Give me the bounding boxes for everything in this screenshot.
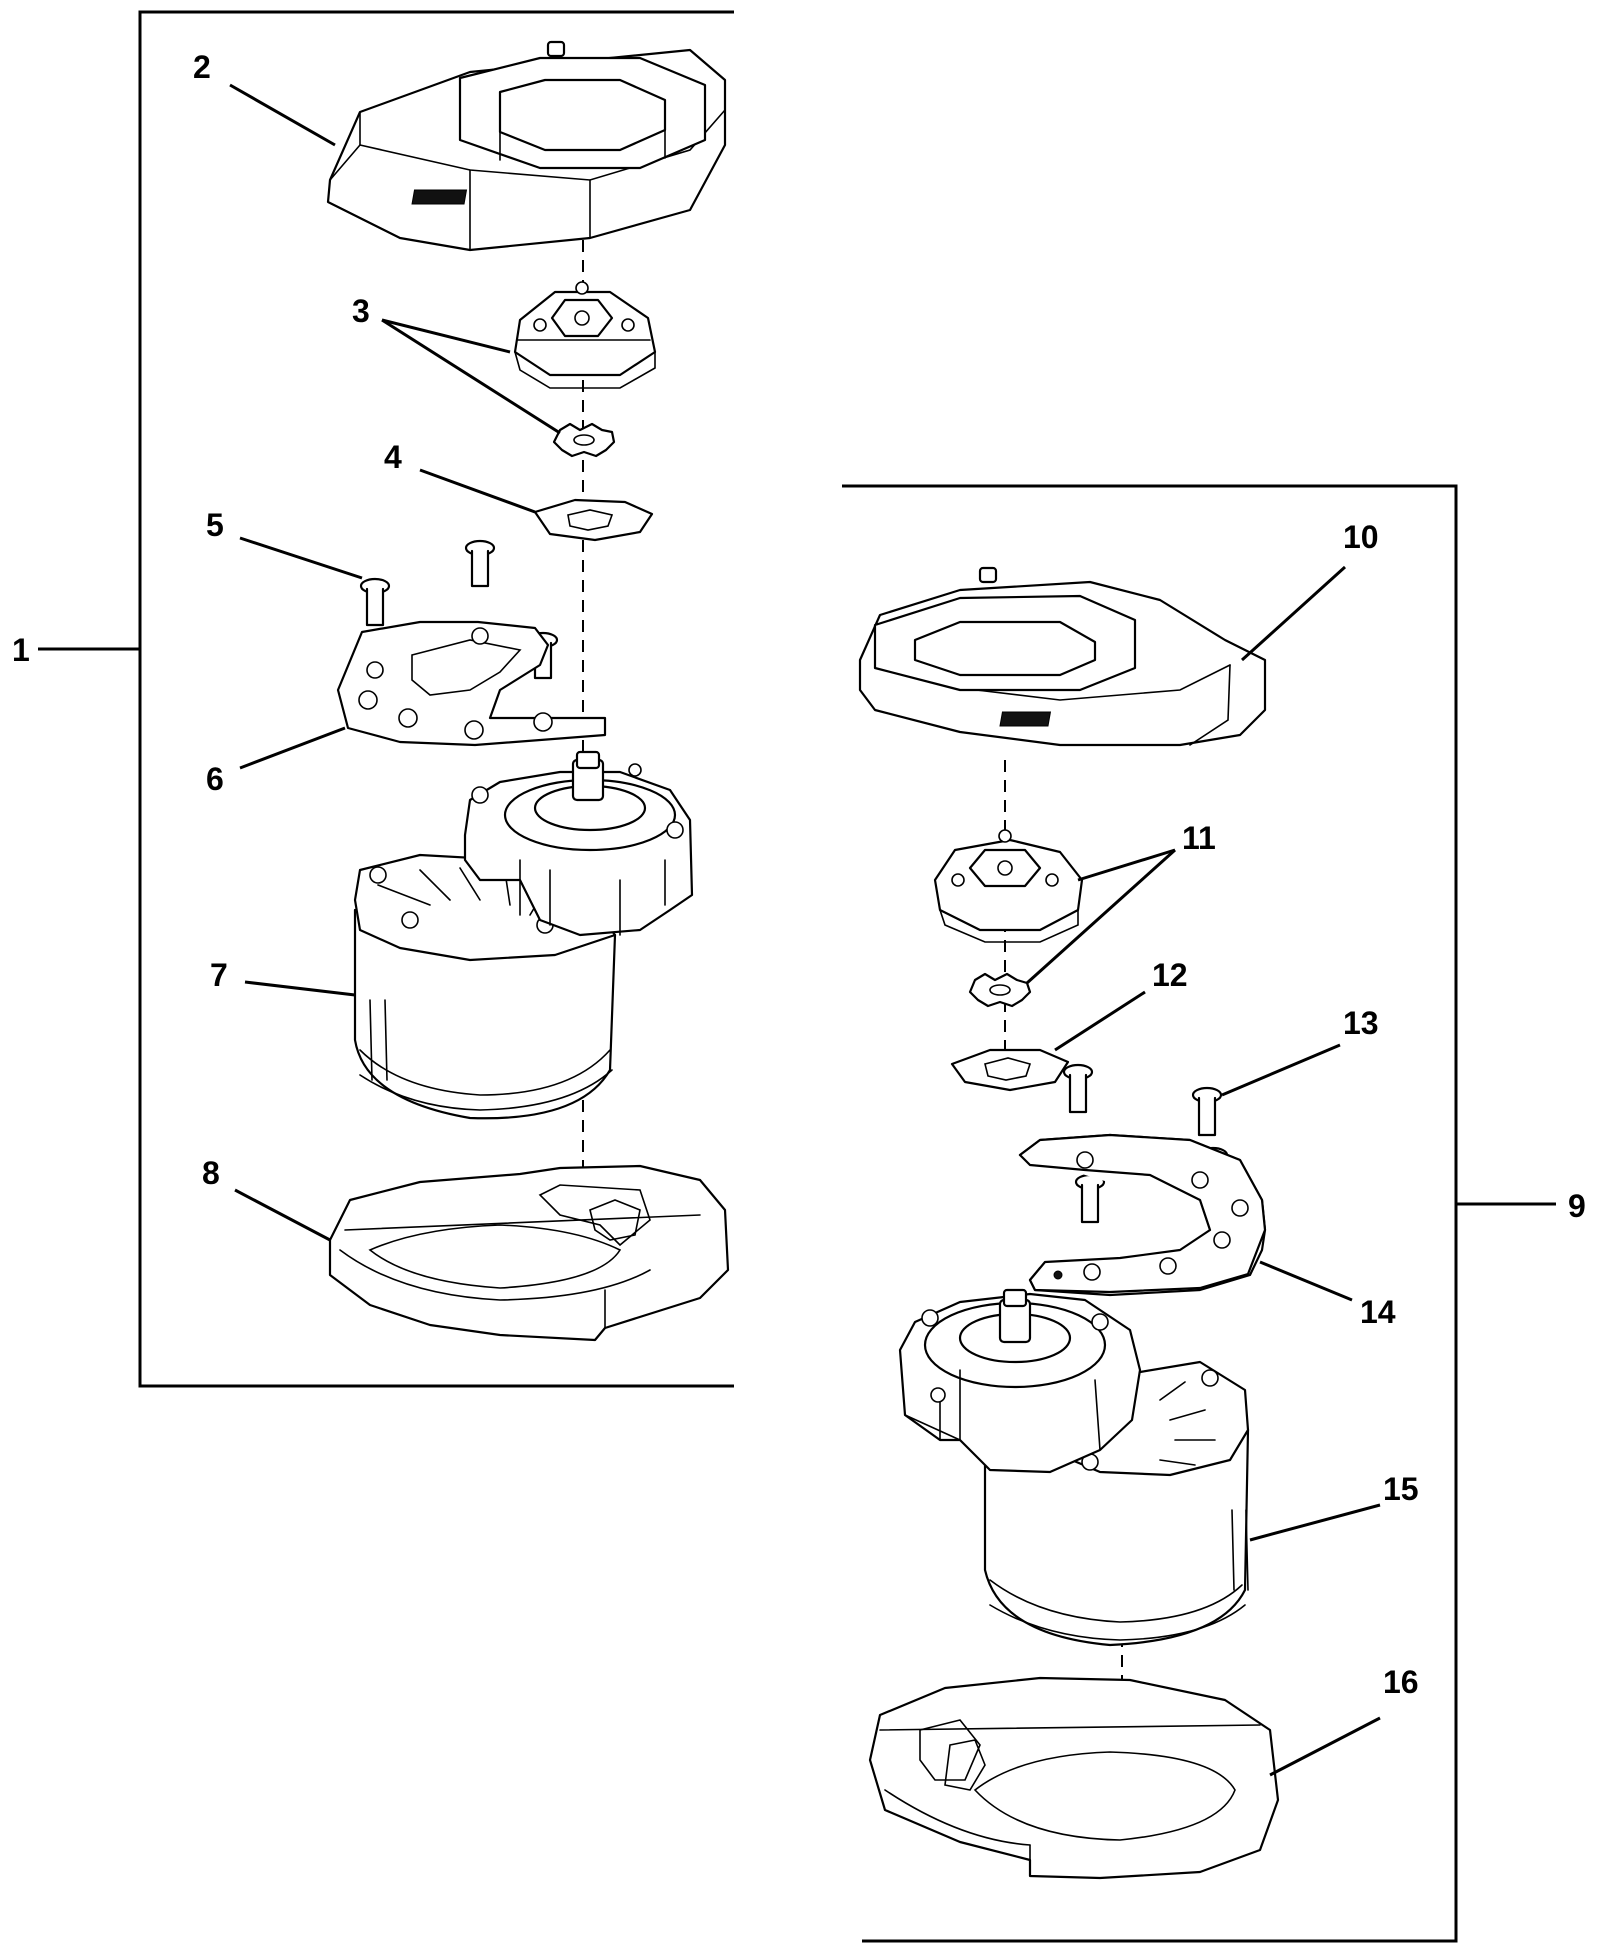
callout-2: 2 bbox=[193, 49, 211, 85]
callout-16: 16 bbox=[1383, 1664, 1419, 1700]
assembly-bracket-right bbox=[842, 484, 1556, 1943]
callout-labels: 1 2 3 4 5 6 7 8 9 10 11 12 13 14 15 16 bbox=[12, 49, 1586, 1700]
housing-cover-top-left bbox=[326, 40, 727, 252]
motor-right bbox=[898, 1288, 1250, 1647]
housing-cover-top-right bbox=[858, 566, 1267, 747]
callout-10: 10 bbox=[1343, 519, 1379, 555]
callout-12: 12 bbox=[1152, 957, 1188, 993]
screw-left-1 bbox=[359, 577, 391, 627]
callout-15: 15 bbox=[1383, 1471, 1419, 1507]
star-washer-left bbox=[552, 422, 616, 458]
mounting-plate-left bbox=[336, 620, 607, 747]
callout-5: 5 bbox=[206, 507, 224, 543]
flat-washer-right bbox=[950, 1048, 1070, 1092]
screw-right-2 bbox=[1191, 1086, 1223, 1137]
screw-right-1 bbox=[1062, 1063, 1094, 1114]
callout-4: 4 bbox=[384, 439, 402, 475]
housing-base-left bbox=[328, 1164, 730, 1342]
callout-13: 13 bbox=[1343, 1005, 1379, 1041]
callout-3: 3 bbox=[352, 293, 370, 329]
callout-14: 14 bbox=[1360, 1294, 1396, 1330]
screw-right-4 bbox=[1074, 1173, 1106, 1224]
flat-washer-left bbox=[533, 498, 654, 542]
mounting-plate-right bbox=[1018, 1133, 1267, 1297]
star-washer-right bbox=[968, 972, 1032, 1008]
drive-hub-left bbox=[513, 281, 657, 389]
screw-left-2 bbox=[464, 539, 496, 588]
callout-8: 8 bbox=[202, 1155, 220, 1191]
housing-base-right bbox=[868, 1676, 1280, 1880]
assembly-bracket-left bbox=[38, 10, 734, 1388]
callout-1: 1 bbox=[12, 632, 30, 668]
leader-lines bbox=[229, 83, 1381, 1777]
callout-6: 6 bbox=[206, 761, 224, 797]
callout-7: 7 bbox=[210, 957, 228, 993]
callout-9: 9 bbox=[1568, 1188, 1586, 1224]
motor-left bbox=[353, 750, 694, 1120]
callout-11: 11 bbox=[1182, 820, 1216, 856]
drive-hub-right bbox=[933, 829, 1084, 943]
